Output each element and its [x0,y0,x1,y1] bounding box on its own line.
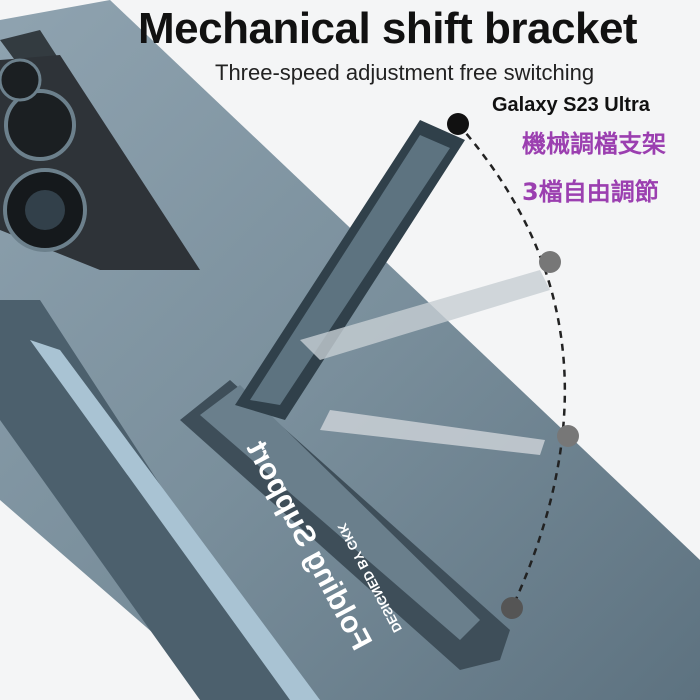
kickstand-ghost-low [320,410,545,455]
headline-title: Mechanical shift bracket [138,4,638,53]
position-dot-bottom [501,597,523,619]
position-dot-mid [539,251,561,273]
headline-subtitle: Three-speed adjustment free switching [215,60,595,85]
chinese-title: 機械調檔支架 [522,130,666,158]
chinese-subtitle: 3檔自由調節 [522,178,659,206]
kickstand-ghost-mid [300,270,550,360]
position-dot-top [447,113,469,135]
model-name: Galaxy S23 Ultra [492,94,650,116]
camera-lens-icon [0,58,87,252]
adjustment-arc [457,123,567,609]
position-dot-low [557,425,579,447]
